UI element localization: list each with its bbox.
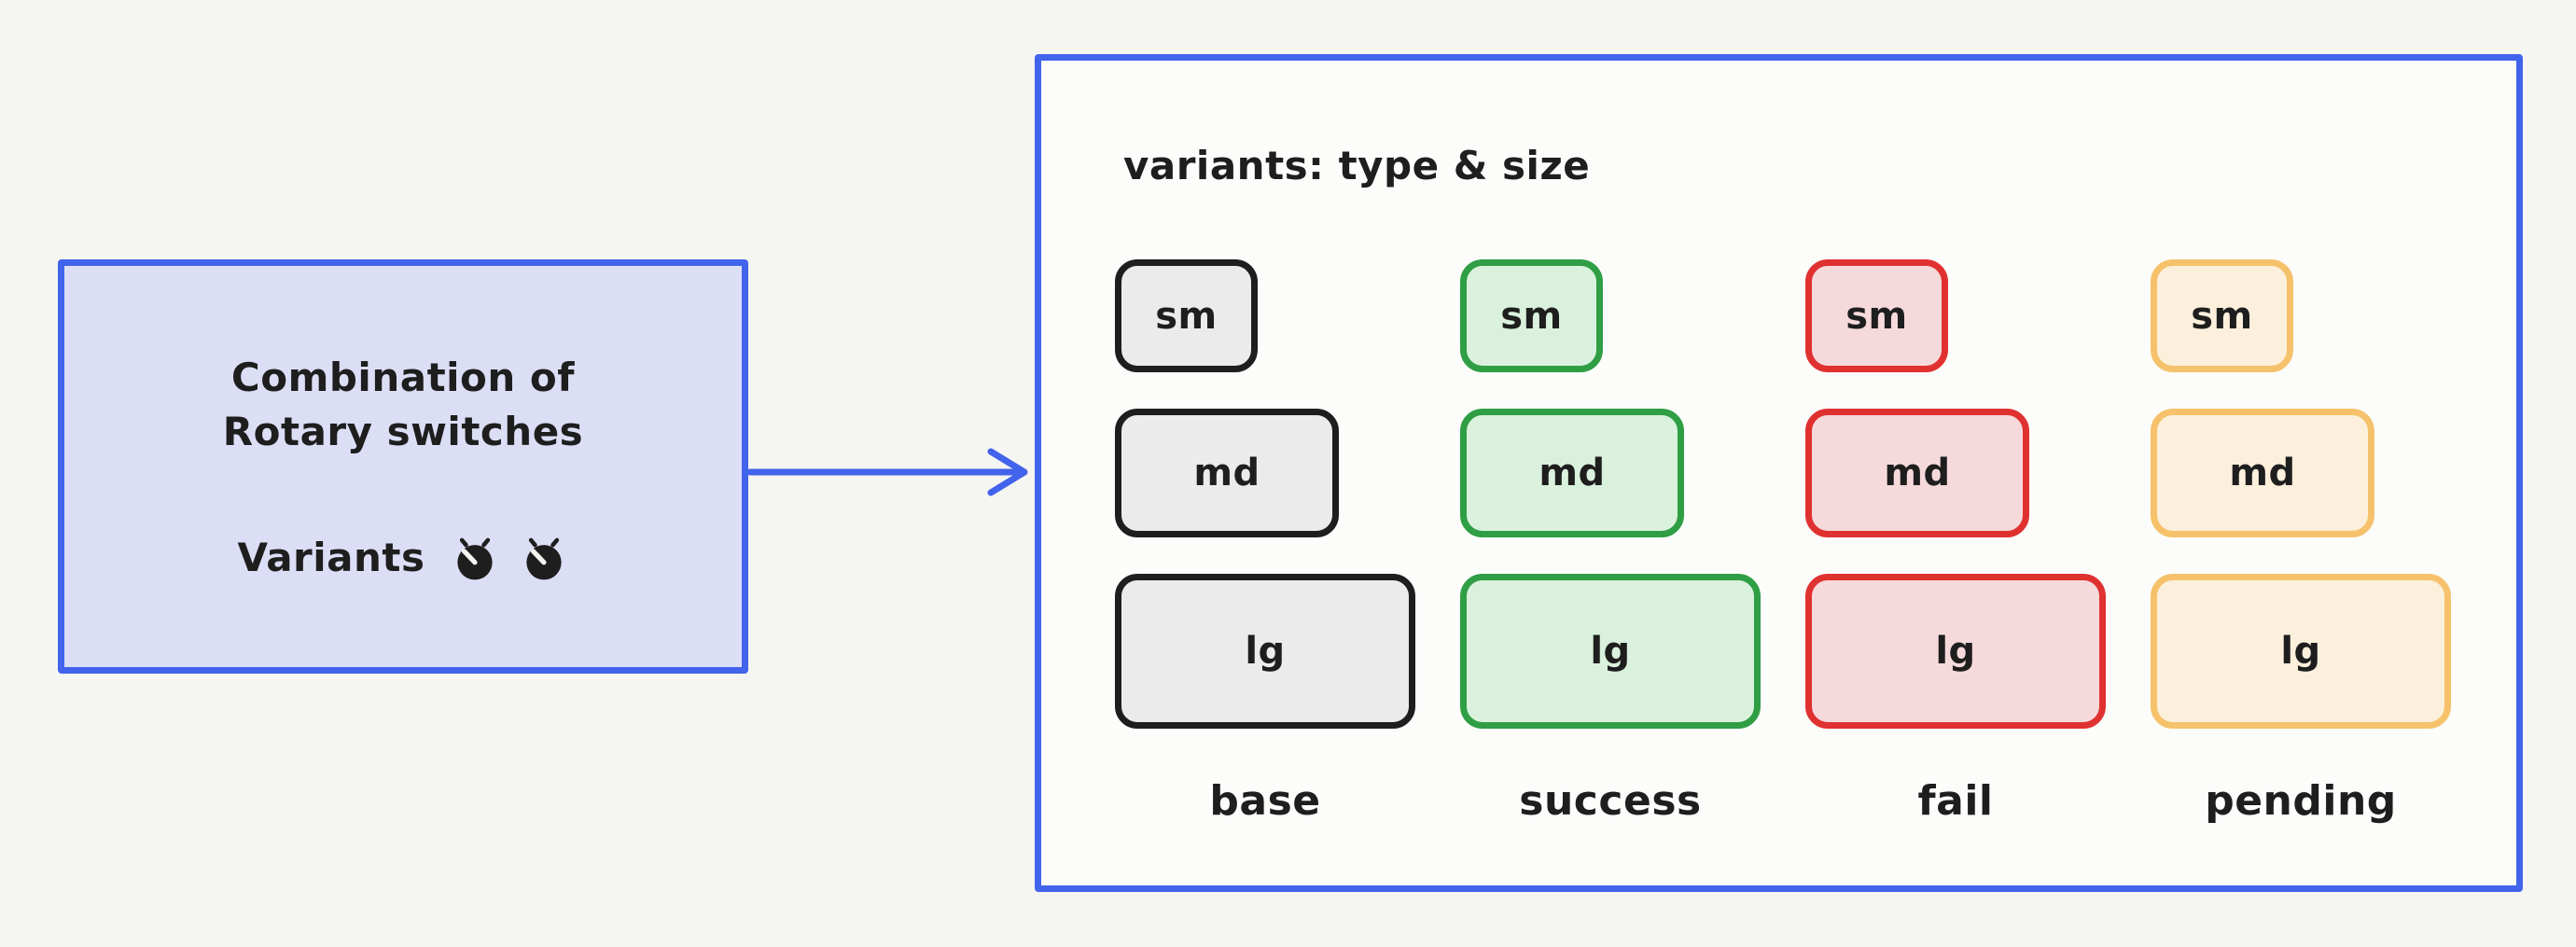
variants-icons xyxy=(451,534,568,582)
variant-column-pending: sm md lg pending xyxy=(2151,259,2451,825)
variants-row: Variants xyxy=(238,534,569,582)
switch-base-lg[interactable]: lg xyxy=(1115,574,1415,729)
variant-column-fail: sm md lg fail xyxy=(1805,259,2106,825)
column-label-fail: fail xyxy=(1917,777,1994,825)
panel-title: variants: type & size xyxy=(1123,143,1591,188)
combination-line1: Combination of xyxy=(230,355,576,401)
column-label-pending: pending xyxy=(2205,777,2397,825)
switch-success-sm[interactable]: sm xyxy=(1460,259,1603,372)
variant-column-success: sm md lg success xyxy=(1460,259,1761,825)
rotary-switch-icon xyxy=(457,537,494,580)
column-label-success: success xyxy=(1519,777,1702,825)
switch-pending-sm[interactable]: sm xyxy=(2151,259,2293,372)
combination-box: Combination of Rotary switches Variants xyxy=(58,259,748,674)
switch-success-md[interactable]: md xyxy=(1460,409,1684,537)
switch-pending-md[interactable]: md xyxy=(2151,409,2374,537)
switch-base-md[interactable]: md xyxy=(1115,409,1339,537)
column-label-base: base xyxy=(1209,777,1321,825)
rotary-switch-icon xyxy=(526,537,563,580)
switch-pending-lg[interactable]: lg xyxy=(2151,574,2451,729)
switch-success-lg[interactable]: lg xyxy=(1460,574,1761,729)
combination-line2: Rotary switches xyxy=(222,409,584,454)
switch-base-sm[interactable]: sm xyxy=(1115,259,1258,372)
switch-fail-sm[interactable]: sm xyxy=(1805,259,1948,372)
variants-label: Variants xyxy=(237,535,425,581)
combination-title: Combination of Rotary switches xyxy=(223,351,583,459)
variant-column-base: sm md lg base xyxy=(1115,259,1415,825)
switch-fail-md[interactable]: md xyxy=(1805,409,2029,537)
connector-arrow-icon xyxy=(746,448,1028,496)
switch-fail-lg[interactable]: lg xyxy=(1805,574,2106,729)
